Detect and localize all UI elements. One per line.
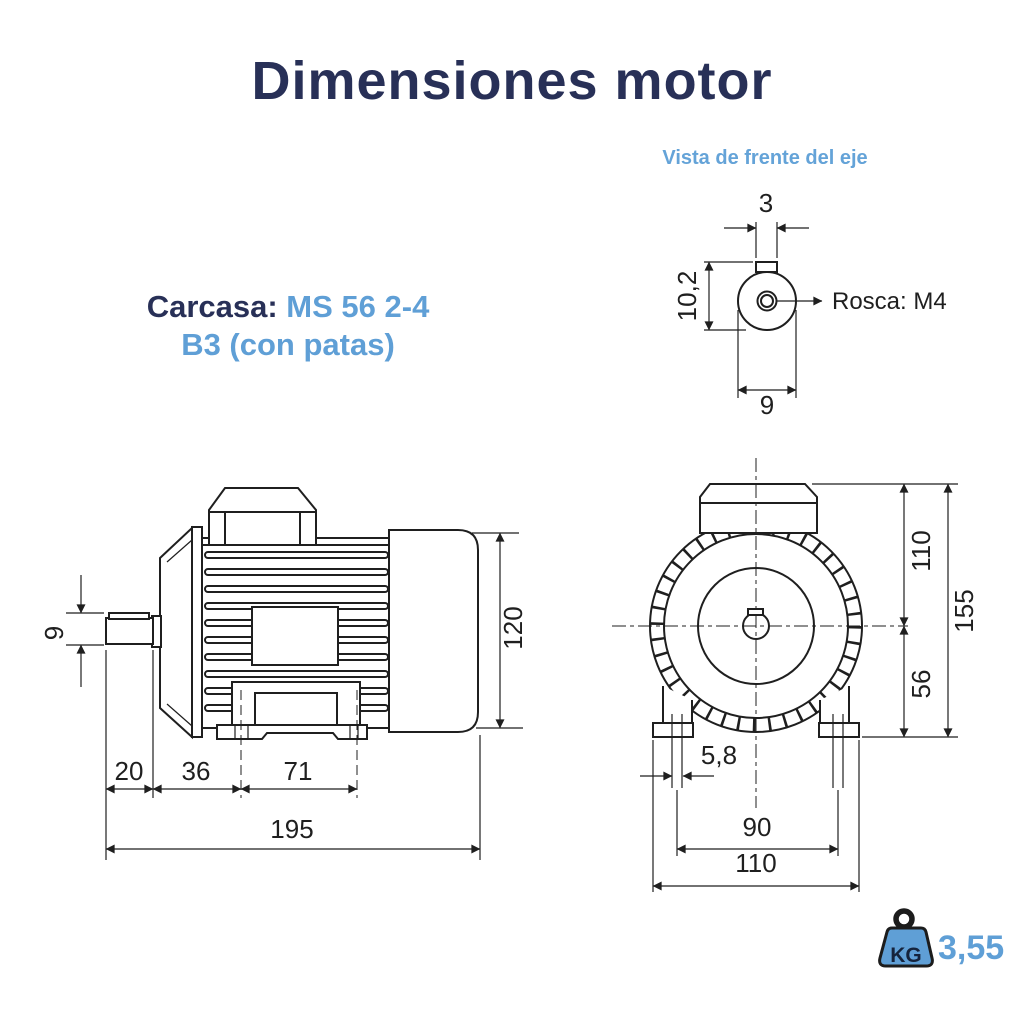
nameplate [251, 606, 339, 666]
casing-mounting: B3 (con patas) [181, 327, 395, 362]
dim-flat-to-bottom: 10,2 [672, 271, 702, 322]
feet-front [652, 686, 860, 788]
fan-cover-side [388, 529, 479, 733]
dim-shaft-diameter-front: 9 [760, 390, 774, 420]
dim-base-width: 110 [735, 848, 776, 878]
motor-front-view: 5,8 90 110 110 56 155 [612, 458, 979, 892]
dim-key-width: 3 [759, 188, 773, 218]
dim-shaft-length: 20 [115, 756, 144, 786]
shaft-key [108, 612, 150, 620]
keyway [755, 261, 778, 273]
weight-info: KG 3,55 [878, 908, 1004, 968]
dim-foot-hole-spacing: 71 [284, 756, 313, 786]
dim-total-length: 195 [270, 814, 313, 844]
weight-unit-label: KG [890, 944, 922, 967]
casing-info: Carcasa: MS 56 2-4 B3 (con patas) [108, 288, 468, 364]
weight-handle [893, 908, 915, 930]
dim-hole-spacing: 90 [743, 812, 772, 842]
kg-weight-icon [878, 926, 934, 968]
feet-side [216, 724, 368, 740]
casing-label: Carcasa: [146, 289, 278, 324]
page-title: Dimensiones motor [251, 51, 773, 111]
shaft-view-caption: Vista de frente del eje [662, 147, 868, 169]
motor-side-view: 9 20 36 71 195 120 [39, 487, 528, 860]
weight-value: 3,55 [938, 929, 1004, 967]
dim-top-to-center: 110 [906, 530, 936, 571]
dim-body-height: 120 [498, 606, 528, 649]
flange-plate [191, 526, 203, 738]
shaft-front-view: 3 10,2 9 Rosca: M4 [672, 188, 947, 420]
casing-value: MS 56 2-4 [286, 289, 430, 324]
terminal-box-front [699, 483, 818, 534]
dim-total-height: 155 [949, 589, 979, 632]
front-endbell [159, 525, 193, 740]
terminal-box-side [208, 487, 317, 546]
dim-center-to-base: 56 [906, 670, 936, 699]
dim-foot-slot-width: 5,8 [701, 740, 737, 770]
dim-shaft-diameter-side: 9 [39, 626, 69, 640]
thread-hole-inner [760, 294, 774, 308]
dim-front-to-foot-hole: 36 [182, 756, 211, 786]
shaft-side [105, 617, 154, 645]
casing-line1: Carcasa: MS 56 2-4 [108, 288, 468, 326]
base-block [231, 681, 361, 726]
thread-label: Rosca: M4 [832, 288, 947, 315]
